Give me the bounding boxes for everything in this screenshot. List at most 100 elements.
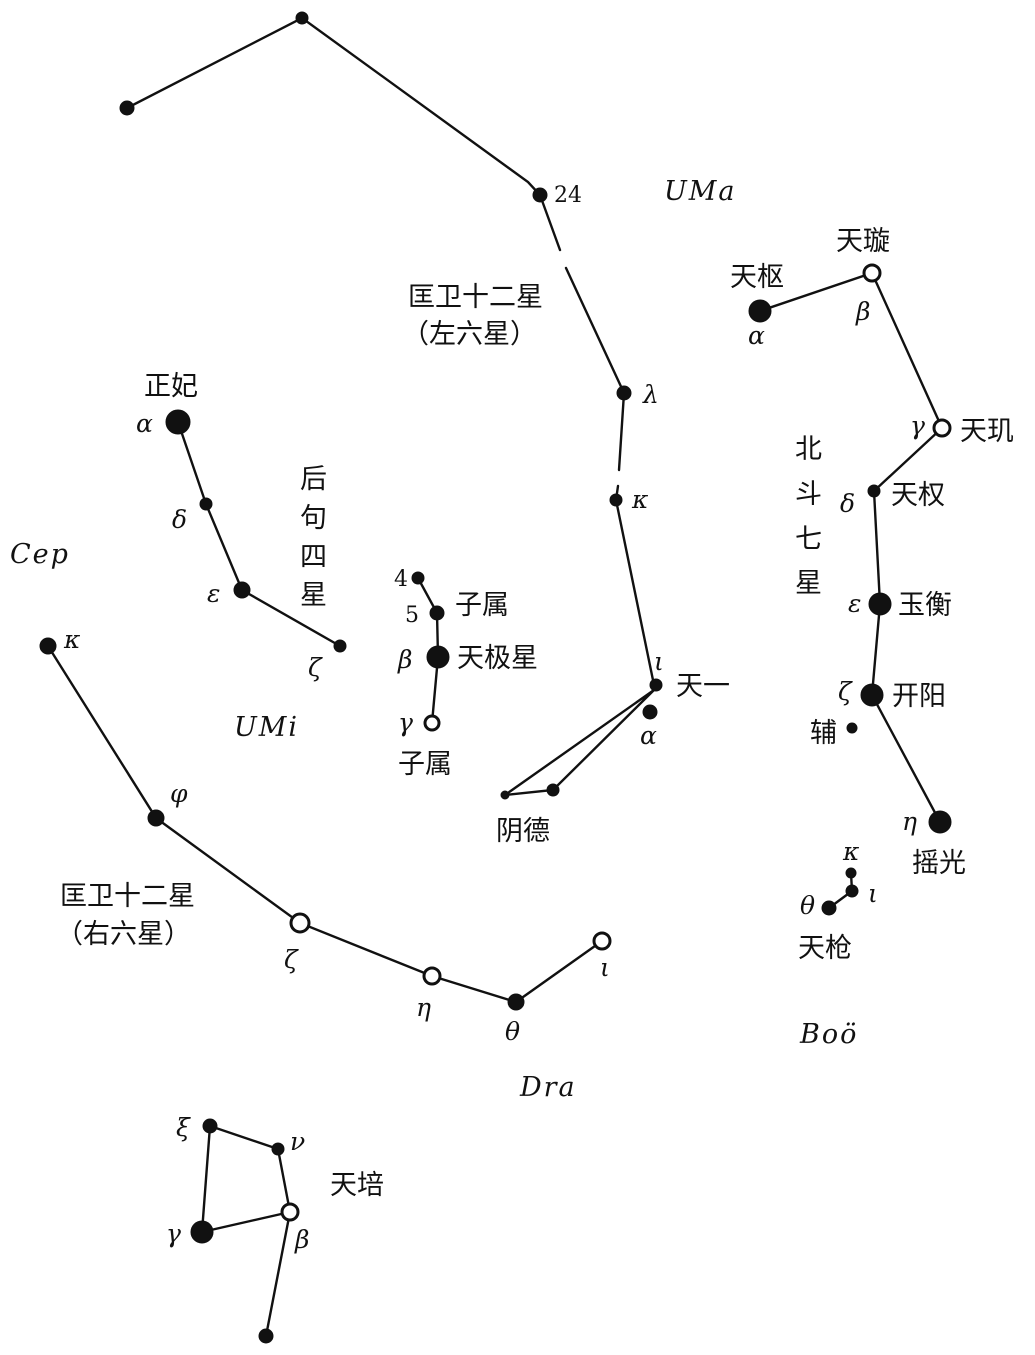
star-fu (846, 722, 858, 734)
star-uma-24 (532, 187, 548, 203)
glabel-uma-eta: η (902, 807, 917, 836)
label-hougou-4: 星 (300, 580, 327, 611)
asterism-labels: 匡卫十二星 （左六星） 匡卫十二星 （右六星） 后 句 四 星 北 斗 七 星 (56, 282, 822, 950)
glabel-uma-alpha: α (748, 321, 765, 350)
star-dra-xi (202, 1118, 218, 1134)
star-uma-kappa (609, 493, 623, 507)
line-kuangwei-right (46, 644, 604, 1004)
glabel-dra-alpha: α (640, 721, 657, 750)
label-tianyi: 天一 (676, 671, 730, 702)
star-tianpei-tail (258, 1328, 274, 1344)
glabel-dra-xi: ξ (176, 1113, 191, 1142)
glabel-dra-eta: η (416, 993, 431, 1022)
glabel-uma-lambda: λ (642, 380, 659, 409)
label-tianqiang: 天枪 (798, 933, 852, 964)
star-tianshu (748, 299, 772, 323)
glabel-uma-epsilon: ε (848, 589, 861, 618)
star-umi-zeta (333, 639, 347, 653)
glabel-umi-delta: δ (172, 505, 187, 534)
glabel-umi-epsilon: ε (207, 579, 220, 608)
label-tianpei: 天培 (330, 1170, 384, 1201)
label-beidou-2: 斗 (795, 479, 822, 510)
label-umi: UMi (234, 712, 299, 743)
glabel-uma-24: 24 (554, 183, 582, 208)
label-tianshu: 天枢 (730, 262, 784, 293)
label-tianji: 天玑 (960, 416, 1014, 447)
glabel-umi-4: 4 (394, 567, 408, 592)
glabel-boo-iota: ι (868, 879, 878, 908)
star-dra-iota (592, 931, 612, 951)
label-kaiyang: 开阳 (892, 681, 946, 712)
greek-labels: 24 λ κ ι α α δ ε ζ 4 5 β γ α β γ δ ε ζ η… (63, 183, 925, 1254)
label-hougou-2: 句 (300, 503, 327, 534)
label-zishu-lower: 子属 (398, 749, 452, 780)
glabel-dra-beta: β (294, 1225, 309, 1254)
star-kuangwei-2 (295, 11, 309, 25)
star-dra-eta (422, 966, 442, 986)
star-boo-theta (821, 900, 837, 916)
line-hougou (176, 420, 342, 648)
stars (39, 11, 952, 1344)
label-tianxuan: 天璇 (836, 226, 890, 257)
star-tianquan (867, 484, 881, 498)
glabel-uma-kappa: κ (631, 485, 649, 514)
line-kuangwei-left-2 (538, 193, 562, 252)
glabel-boo-kappa: κ (842, 837, 860, 866)
star-zishu-upper (429, 605, 445, 621)
label-tianquan: 天权 (891, 480, 945, 511)
label-boo: Boö (799, 1019, 858, 1050)
label-kuangwei-right-1: 匡卫十二星 (60, 881, 195, 912)
star-tianyi (649, 678, 663, 692)
label-beidou-3: 七 (795, 524, 822, 555)
star-dra-alpha (642, 704, 658, 720)
glabel-uma-gamma: γ (910, 411, 925, 440)
label-yinde: 阴德 (496, 816, 550, 847)
glabel-dra-kappa: κ (63, 625, 81, 654)
label-dra: Dra (519, 1072, 577, 1103)
label-yuheng: 玉衡 (898, 590, 952, 621)
label-hougou-1: 后 (300, 464, 327, 495)
line-kuangwei-left-3 (564, 266, 626, 395)
star-umi-4 (411, 571, 425, 585)
star-yaoguang (928, 810, 952, 834)
label-kuangwei-right-2: （右六星） (56, 919, 191, 950)
glabel-dra-iota: ι (600, 953, 610, 982)
label-zhengfei: 正妃 (144, 371, 198, 402)
line-kuangwei-left (125, 16, 542, 197)
label-fu: 辅 (810, 718, 837, 749)
glabel-umi-zeta: ζ (308, 653, 323, 682)
star-umi-delta (199, 497, 213, 511)
glabel-umi-beta: β (397, 645, 412, 674)
label-beidou-1: 北 (795, 434, 822, 465)
glabel-dra-gamma: γ (166, 1219, 181, 1248)
glabel-uma-delta: δ (840, 489, 855, 518)
line-kuangwei-left-6 (614, 498, 656, 687)
glabel-boo-theta: θ (800, 891, 815, 920)
label-beidou-4: 星 (795, 568, 822, 599)
label-kuangwei-left-1: 匡卫十二星 (408, 282, 543, 313)
glabel-umi-alpha: α (136, 409, 153, 438)
line-tianji-pole (416, 576, 440, 725)
star-zhengfei (165, 409, 191, 435)
star-tianjixing (426, 645, 450, 669)
line-kuangwei-left-4 (617, 391, 626, 472)
star-dra-theta (507, 993, 525, 1011)
label-hougou-3: 四 (300, 542, 327, 573)
star-zishu-lower (423, 714, 441, 732)
star-dra-gamma (190, 1220, 214, 1244)
star-tianji (932, 418, 952, 438)
line-tianpei (200, 1124, 292, 1234)
glabel-umi-5: 5 (405, 603, 419, 628)
glabel-dra-zeta: ζ (284, 945, 299, 974)
star-dra-phi (147, 809, 165, 827)
star-uma-lambda (616, 385, 632, 401)
line-yinde (500, 688, 656, 797)
line-beidou (758, 271, 944, 824)
glabel-umi-gamma: γ (398, 708, 413, 737)
star-boo-kappa (845, 867, 857, 879)
star-tianxuan (862, 263, 882, 283)
star-dra-zeta (289, 912, 311, 934)
star-dra-kappa (39, 637, 57, 655)
glabel-dra-theta: θ (505, 1017, 520, 1046)
